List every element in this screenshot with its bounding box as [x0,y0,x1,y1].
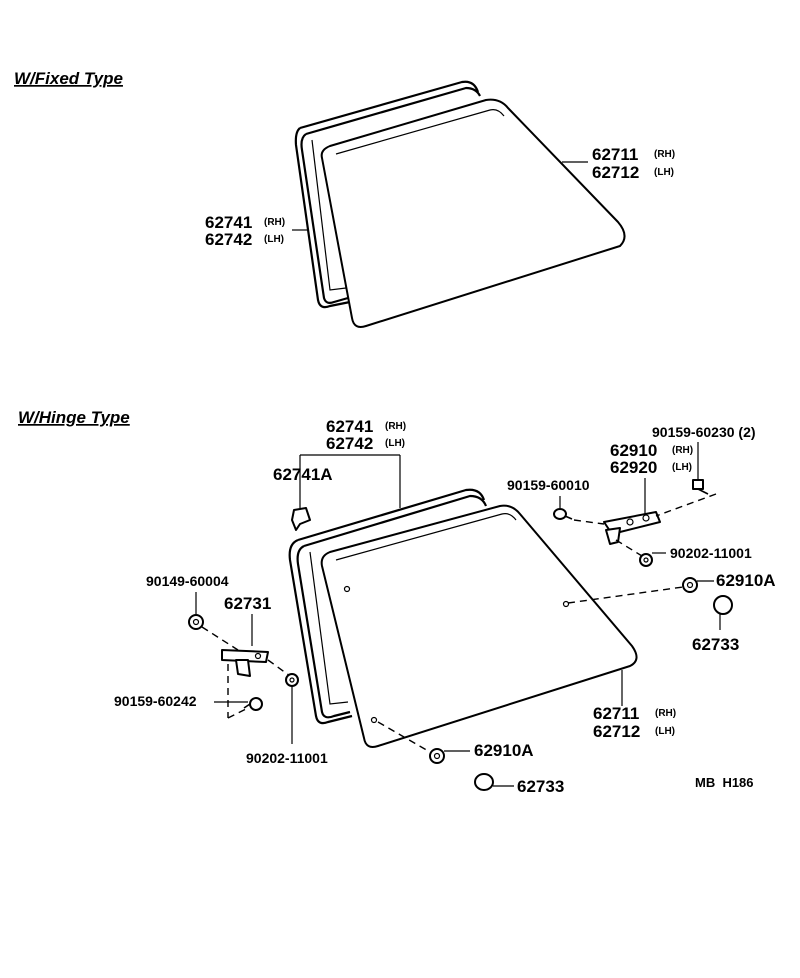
fixed-weatherstrip [294,80,481,309]
screw-upper-part [553,508,573,520]
fixed-glass-panel [320,98,626,328]
fixed-seal-lh-number: 62742 [205,230,252,249]
dash-glass-cushion [567,586,684,604]
bolt-top-part [692,479,709,495]
fixed-glass-lh-number: 62712 [592,163,639,182]
fixed-seal-rh-number: 62741 [205,213,252,232]
hinge-lh-side: (LH) [672,462,692,473]
hinge-seal-lh-number: 62742 [326,434,373,453]
hinge-seal-rh-number: 62741 [326,417,373,436]
glass-hole-right [562,600,570,608]
fixed-seal-rh-side: (RH) [264,217,285,228]
glass-hole-bottom-left [370,716,378,724]
washer-lower-part [285,673,299,687]
hinge-seal-lh-side: (LH) [385,438,405,449]
dash-nut-latch [201,626,239,651]
washer-upper-number: 90202-11001 [670,545,752,561]
cushion-upper-number: 62910A [716,571,776,590]
hinge-glass-rh-side: (RH) [655,708,676,719]
cushion-lower-part [429,748,445,764]
fixed-glass-rh-number: 62711 [592,145,638,164]
fixed-glass-lh-side: (LH) [654,167,674,178]
screw-upper-number: 90159-60010 [507,477,590,493]
hinge-glass-lh-side: (LH) [655,726,675,737]
diagram-code: MB H186 [695,775,754,790]
screw-left-part [243,697,263,711]
dash-bolt-hinge [655,493,717,517]
hinge-glass-rh-number: 62711 [593,704,639,723]
hinge-seal-rh-side: (RH) [385,421,406,432]
fixed-seal-lh-side: (LH) [264,234,284,245]
cap-upper-part [713,595,733,615]
hinge-glass-lh-number: 62712 [593,722,640,741]
hinge-glass-panel [320,504,638,748]
latch-number: 62731 [224,594,271,613]
cushion-lower-number: 62910A [474,741,534,760]
cushion-upper-part [682,577,698,593]
clip-number: 62741A [273,465,333,484]
dash-latch-screw-2 [227,707,249,719]
fixed-glass-rh-side: (RH) [654,149,675,160]
cap-lower-part [474,773,494,791]
washer-upper-part [639,553,653,567]
nut-left-part [188,614,204,630]
latch-part [221,649,269,677]
nut-left-number: 90149-60004 [146,573,229,589]
dash-glass-cushion-lower [377,721,431,753]
washer-lower-number: 90202-11001 [246,750,328,766]
hinge-lh-number: 62920 [610,458,657,477]
dash-screw-hinge [573,519,605,525]
hinge-weatherstrip [288,488,488,725]
screw-left-number: 90159-60242 [114,693,197,709]
clip-part [291,507,311,531]
dash-latch-washer [267,659,291,677]
section-title-fixed: W/Fixed Type [14,69,123,88]
hinge-rh-number: 62910 [610,441,657,460]
hinge-part [603,511,661,545]
cap-lower-number: 62733 [517,777,564,796]
hinge-rh-side: (RH) [672,445,693,456]
section-title-hinge: W/Hinge Type [18,408,130,427]
dash-hinge-washer [615,539,643,557]
bolt-top-number: 90159-60230 (2) [652,424,756,440]
cap-upper-number: 62733 [692,635,739,654]
glass-hole-top-left [343,585,351,593]
